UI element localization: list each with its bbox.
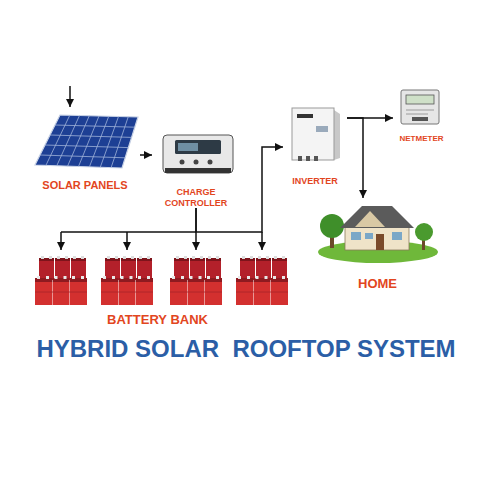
home-figure-part <box>320 214 344 238</box>
sunlight-arrow <box>70 86 71 107</box>
charge-controller-figure-part <box>165 168 231 173</box>
component-node: INVERTER <box>283 104 347 186</box>
battery-bus-wires-part <box>60 232 62 250</box>
connector-arrow <box>140 154 152 156</box>
component-label: NETMETER <box>400 134 444 143</box>
home-figure-part <box>345 226 409 250</box>
netmeter-figure-part <box>401 90 439 124</box>
solar-panel-figure-part <box>100 117 118 168</box>
netmeter-figure-part <box>406 114 428 115</box>
inverter-figure-part <box>316 126 328 132</box>
solar-panel-figure-part <box>111 117 128 168</box>
netmeter-figure <box>401 90 439 124</box>
charge-controller-figure-part <box>180 160 185 165</box>
component-node: HOME <box>315 198 440 292</box>
home-figure-part <box>392 232 402 240</box>
component-label: CHARGE CONTROLLER <box>152 187 240 208</box>
solar-panel-figure-part <box>89 116 108 167</box>
battery-figures-part <box>35 256 87 305</box>
charge-controller-figure <box>163 135 233 173</box>
battery-bus-wires <box>61 232 262 250</box>
connector-arrow <box>347 118 363 198</box>
home-figure-part <box>340 206 414 228</box>
inverter-figure-part <box>306 156 310 161</box>
component-label: SOLAR PANELS <box>42 179 127 192</box>
component-node: SOLAR PANELS <box>30 108 140 192</box>
component-node: CHARGE CONTROLLER <box>152 128 240 208</box>
home-figure-part <box>351 232 361 240</box>
battery-figures-part <box>170 256 222 305</box>
component-node: NETMETER <box>393 86 450 143</box>
battery-figures-part <box>236 256 288 305</box>
inverter-figure-part <box>297 114 313 118</box>
netmeter-figure-part <box>412 117 428 121</box>
charge-controller-figure-part <box>175 140 221 154</box>
inverter-figure <box>292 108 340 161</box>
diagram-title: HYBRID SOLAR ROOFTOP SYSTEM <box>36 336 455 362</box>
home-figure-part <box>415 223 433 241</box>
home-figure <box>318 206 438 263</box>
battery-bus-wires-part <box>126 232 128 250</box>
solar-panel-figure <box>35 115 138 168</box>
solar-panel-figure-part <box>35 115 138 168</box>
battery-figures <box>35 256 288 305</box>
netmeter-figure-part <box>406 95 434 104</box>
solar-panel-figure-part <box>46 115 70 165</box>
component-label: INVERTER <box>292 176 338 186</box>
component-node: BATTERY BANK <box>25 250 290 328</box>
inverter-figure-part <box>292 108 334 160</box>
charge-controller-figure-part <box>194 160 199 165</box>
solar-panel-figure-part <box>57 116 80 166</box>
sunlight-arrow-part <box>69 86 71 107</box>
solar-panel-figure-part <box>79 116 100 167</box>
home-figure-part <box>365 233 373 239</box>
inverter-figure-part <box>334 110 340 160</box>
component-label: HOME <box>358 277 397 292</box>
battery-figures-part <box>101 256 153 305</box>
solar-panel-figure-part <box>68 116 90 166</box>
battery-bus-wires-part <box>261 232 263 250</box>
inverter-figure-part <box>314 156 318 161</box>
home-figure-part <box>376 234 384 250</box>
charge-controller-figure-part <box>163 135 233 173</box>
battery-bus-wires-part <box>61 231 196 233</box>
component-label: BATTERY BANK <box>107 313 208 328</box>
inverter-figure-part <box>298 156 302 161</box>
charge-controller-figure-part <box>178 143 198 151</box>
netmeter-figure-part <box>406 110 434 111</box>
home-figure-part <box>355 211 385 227</box>
charge-controller-figure-part <box>208 160 213 165</box>
